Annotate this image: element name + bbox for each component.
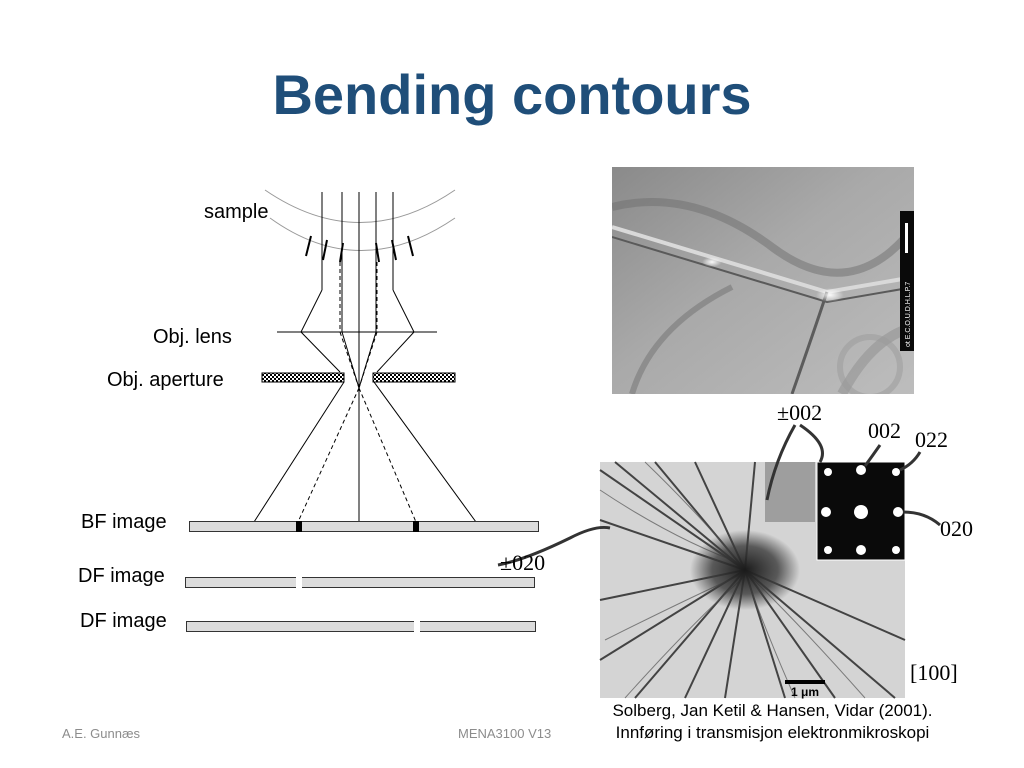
- slide-title: Bending contours: [272, 63, 752, 126]
- photo-side-text: ot E.C.O.U.D.H.L.P.7: [905, 282, 912, 347]
- obj-aperture-right: [372, 372, 456, 383]
- label-002: 002: [868, 418, 901, 443]
- label-pm020: ±020: [500, 550, 545, 575]
- bend-centre-micrograph: [599, 461, 906, 699]
- bf-image-plane: [189, 521, 539, 532]
- sample-inner-arc: [269, 217, 456, 251]
- spot-022-pointer: [899, 451, 922, 472]
- spot-002-bottom: [856, 545, 866, 555]
- spot-020-left: [821, 507, 831, 517]
- lattice-planes: [305, 235, 414, 263]
- bend-centre-figure: ±002 ±020 002 022 020 [100] 1 μm: [497, 400, 973, 699]
- label-zone-axis: [100]: [910, 660, 958, 685]
- dashed-rays-lower: [297, 387, 417, 523]
- spot-022-br: [892, 546, 900, 554]
- incoming-rays: [321, 192, 394, 522]
- bf-dark-contour-right: [413, 521, 419, 532]
- ray-diagram: [253, 189, 477, 523]
- label-022: 022: [915, 427, 948, 452]
- citation-line-1: Solberg, Jan Ketil & Hansen, Vidar (2001…: [612, 701, 933, 720]
- dashed-rays-upper: [339, 262, 378, 332]
- label-020: 020: [940, 516, 973, 541]
- citation: Solberg, Jan Ketil & Hansen, Vidar (2001…: [570, 700, 975, 744]
- spot-020-pointer: [902, 510, 941, 527]
- label-pm002: ±002: [777, 400, 822, 425]
- df2-bright-contour: [414, 621, 420, 632]
- pm020-pointer: [497, 526, 611, 567]
- dashed-rays-mid: [339, 331, 378, 389]
- spot-002-top: [856, 465, 866, 475]
- scale-bar-label: 1 μm: [791, 685, 819, 699]
- df1-bright-contour: [296, 577, 302, 588]
- spot-022-tr: [892, 468, 900, 476]
- sample-outer-arc: [264, 189, 456, 223]
- obj-lens-label: Obj. lens: [153, 326, 232, 348]
- spot-022-tl: [824, 468, 832, 476]
- bf-dark-contour-left: [296, 521, 302, 532]
- pm002-pointer-b: [799, 423, 824, 463]
- scale-bar: [785, 680, 825, 684]
- spot-020-right: [893, 507, 903, 517]
- tem-micrograph: ot E.C.O.U.D.H.L.P.7: [612, 167, 914, 394]
- df-image-label-2: DF image: [80, 610, 167, 632]
- spot-022-bl: [824, 546, 832, 554]
- df-image-plane-1: [185, 577, 535, 588]
- df-image-label-1: DF image: [78, 565, 165, 587]
- diffracted-rays: [300, 289, 415, 333]
- footer-author: A.E. Gunnæs: [62, 726, 141, 741]
- citation-line-2: Innføring i transmisjon elektronmikrosko…: [615, 723, 930, 742]
- obj-aperture-label: Obj. aperture: [107, 369, 224, 391]
- footer-course: MENA3100 V13: [458, 726, 552, 741]
- df-image-plane-2: [186, 621, 536, 632]
- bf-image-label: BF image: [81, 511, 167, 533]
- diffraction-pattern-inset: [816, 461, 906, 561]
- spot-center: [854, 505, 868, 519]
- obj-aperture-left: [261, 372, 345, 383]
- image-rays: [253, 381, 477, 523]
- sample-label: sample: [204, 201, 269, 223]
- pm002-pointer: [765, 424, 797, 501]
- spot-002-pointer: [863, 444, 882, 467]
